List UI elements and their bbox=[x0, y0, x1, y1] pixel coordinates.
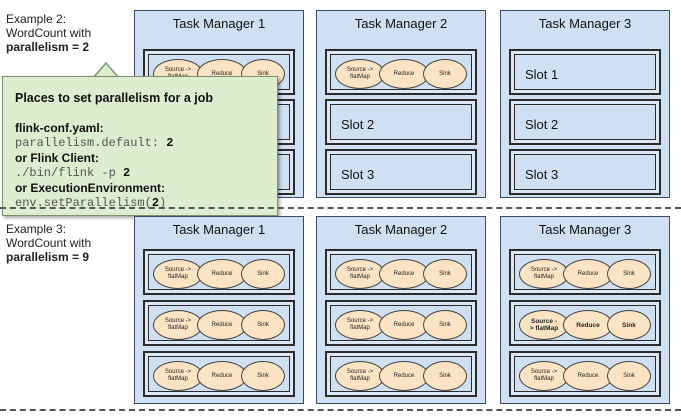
slot-3: Slot 3 bbox=[325, 149, 477, 195]
example-3-label: Example 3: WordCount with parallelism = … bbox=[6, 222, 91, 264]
sink-operator: Sink bbox=[423, 59, 467, 89]
reduce-operator: Reduce bbox=[379, 259, 429, 289]
example-2-line3: parallelism = 2 bbox=[6, 40, 90, 54]
sink-operator: Sink bbox=[423, 310, 467, 340]
task-manager-title: Task Manager 3 bbox=[538, 222, 632, 237]
slot-2: Slot 2 bbox=[509, 99, 661, 145]
slot-inner: Slot 2 bbox=[330, 104, 472, 140]
reduce-operator: Reduce bbox=[563, 259, 613, 289]
slot-3: Slot 3 bbox=[509, 149, 661, 195]
slot-2: Slot 2 bbox=[325, 99, 477, 145]
example-2-label: Example 2: WordCount with parallelism = … bbox=[6, 12, 91, 54]
slot-operators: Source ->flatMap Reduce Sink bbox=[325, 300, 477, 346]
source-flatmap-operator: Source ->flatMap bbox=[153, 361, 203, 391]
slot-operators: Source ->flatMap Reduce Sink bbox=[509, 249, 661, 295]
task-manager-title: Task Manager 1 bbox=[172, 16, 266, 31]
slot-label: Slot 2 bbox=[525, 117, 559, 132]
task-manager-title: Task Manager 2 bbox=[354, 222, 448, 237]
slot-inner: Slot 3 bbox=[330, 154, 472, 190]
slot-inner: Source ->flatMap Reduce Sink bbox=[330, 356, 472, 392]
callout-client-line: ./bin/flink -p 2 bbox=[15, 166, 131, 180]
sink-operator: Sink bbox=[607, 310, 651, 340]
slot-operators: Source ->flatMap Reduce Sink bbox=[325, 249, 477, 295]
task-manager-3-bottom: Task Manager 3 Source ->flatMap Reduce S… bbox=[500, 216, 670, 404]
reduce-operator: Reduce bbox=[379, 361, 429, 391]
sink-operator: Sink bbox=[607, 259, 651, 289]
slot-inner: Slot 2 bbox=[514, 104, 656, 140]
sink-operator: Sink bbox=[241, 310, 285, 340]
slot-inner: Slot 1 bbox=[514, 54, 656, 90]
reduce-operator: Reduce bbox=[197, 310, 247, 340]
example-2-line2: WordCount with bbox=[6, 26, 92, 40]
task-manager-2-bottom: Task Manager 2 Source ->flatMap Reduce S… bbox=[316, 216, 486, 404]
callout-env-label: or ExecutionEnvironment: bbox=[15, 181, 166, 195]
reduce-operator: Reduce bbox=[379, 310, 429, 340]
source-flatmap-operator: Source ->flatMap bbox=[519, 361, 569, 391]
task-manager-title: Task Manager 2 bbox=[354, 16, 448, 31]
callout-env-line: env.setParallelism(2) bbox=[15, 196, 167, 210]
sink-operator: Sink bbox=[607, 361, 651, 391]
source-flatmap-operator: Source -> flatMap bbox=[519, 310, 569, 340]
task-manager-1-bottom: Task Manager 1 Source ->flatMap Reduce S… bbox=[134, 216, 304, 404]
callout-title: Places to set parallelism for a job bbox=[15, 91, 213, 105]
example-3-line3: parallelism = 9 bbox=[6, 250, 90, 264]
source-flatmap-operator: Source ->flatMap bbox=[335, 361, 385, 391]
source-flatmap-operator: Source ->flatMap bbox=[153, 259, 203, 289]
callout-client-label: or Flink Client: bbox=[15, 151, 99, 165]
separator-line bbox=[0, 207, 681, 209]
task-manager-2-top: Task Manager 2 Source ->flatMap Reduce S… bbox=[316, 10, 486, 198]
callout-conf-line: parallelism.default: 2 bbox=[15, 136, 174, 150]
source-flatmap-operator: Source ->flatMap bbox=[153, 310, 203, 340]
source-flatmap-operator: Source ->flatMap bbox=[335, 310, 385, 340]
reduce-operator: Reduce bbox=[197, 259, 247, 289]
sink-operator: Sink bbox=[423, 259, 467, 289]
slot-label: Slot 3 bbox=[341, 167, 375, 182]
callout-conf-label: flink-conf.yaml: bbox=[15, 121, 104, 135]
slot-label: Slot 2 bbox=[341, 117, 375, 132]
slot-operators: Source ->flatMap Reduce Sink bbox=[143, 249, 295, 295]
sink-operator: Sink bbox=[241, 361, 285, 391]
source-flatmap-operator: Source ->flatMap bbox=[335, 59, 385, 89]
slot-inner: Source ->flatMap Reduce Sink bbox=[514, 356, 656, 392]
slot-inner: Source -> flatMap Reduce Sink bbox=[514, 305, 656, 341]
slot-inner: Source ->flatMap Reduce Sink bbox=[330, 254, 472, 290]
separator-line bbox=[0, 409, 681, 411]
slot-1: Slot 1 bbox=[509, 49, 661, 95]
slot-operators: Source ->flatMap Reduce Sink bbox=[143, 351, 295, 397]
reduce-operator: Reduce bbox=[197, 361, 247, 391]
slot-operators: Source ->flatMap Reduce Sink bbox=[509, 351, 661, 397]
sink-operator: Sink bbox=[423, 361, 467, 391]
example-2-line1: Example 2: bbox=[6, 12, 67, 26]
reduce-operator: Reduce bbox=[563, 361, 613, 391]
task-manager-3-top: Task Manager 3 Slot 1 Slot 2 Slot 3 bbox=[500, 10, 670, 198]
slot-inner: Source ->flatMap Reduce Sink bbox=[148, 356, 290, 392]
slot-inner: Slot 3 bbox=[514, 154, 656, 190]
example-3-line1: Example 3: bbox=[6, 222, 67, 236]
parallelism-callout: Places to set parallelism for a job flin… bbox=[2, 76, 278, 216]
slot-inner: Source ->flatMap Reduce Sink bbox=[148, 254, 290, 290]
example-3-line2: WordCount with bbox=[6, 236, 92, 250]
sink-operator: Sink bbox=[241, 259, 285, 289]
source-flatmap-operator: Source ->flatMap bbox=[335, 259, 385, 289]
source-flatmap-operator: Source ->flatMap bbox=[519, 259, 569, 289]
reduce-operator: Reduce bbox=[563, 310, 613, 340]
task-manager-title: Task Manager 3 bbox=[538, 16, 632, 31]
slot-inner: Source ->flatMap Reduce Sink bbox=[330, 54, 472, 90]
slot-inner: Source ->flatMap Reduce Sink bbox=[514, 254, 656, 290]
slot-label: Slot 3 bbox=[525, 167, 559, 182]
slot-operators: Source ->flatMap Reduce Sink bbox=[325, 49, 477, 95]
slot-operators-bold: Source -> flatMap Reduce Sink bbox=[509, 300, 661, 346]
task-manager-title: Task Manager 1 bbox=[172, 222, 266, 237]
slot-operators: Source ->flatMap Reduce Sink bbox=[325, 351, 477, 397]
slot-operators: Source ->flatMap Reduce Sink bbox=[143, 300, 295, 346]
slot-label: Slot 1 bbox=[525, 67, 559, 82]
slot-inner: Source ->flatMap Reduce Sink bbox=[330, 305, 472, 341]
reduce-operator: Reduce bbox=[379, 59, 429, 89]
callout-pointer-fill bbox=[94, 64, 118, 78]
slot-inner: Source ->flatMap Reduce Sink bbox=[148, 305, 290, 341]
